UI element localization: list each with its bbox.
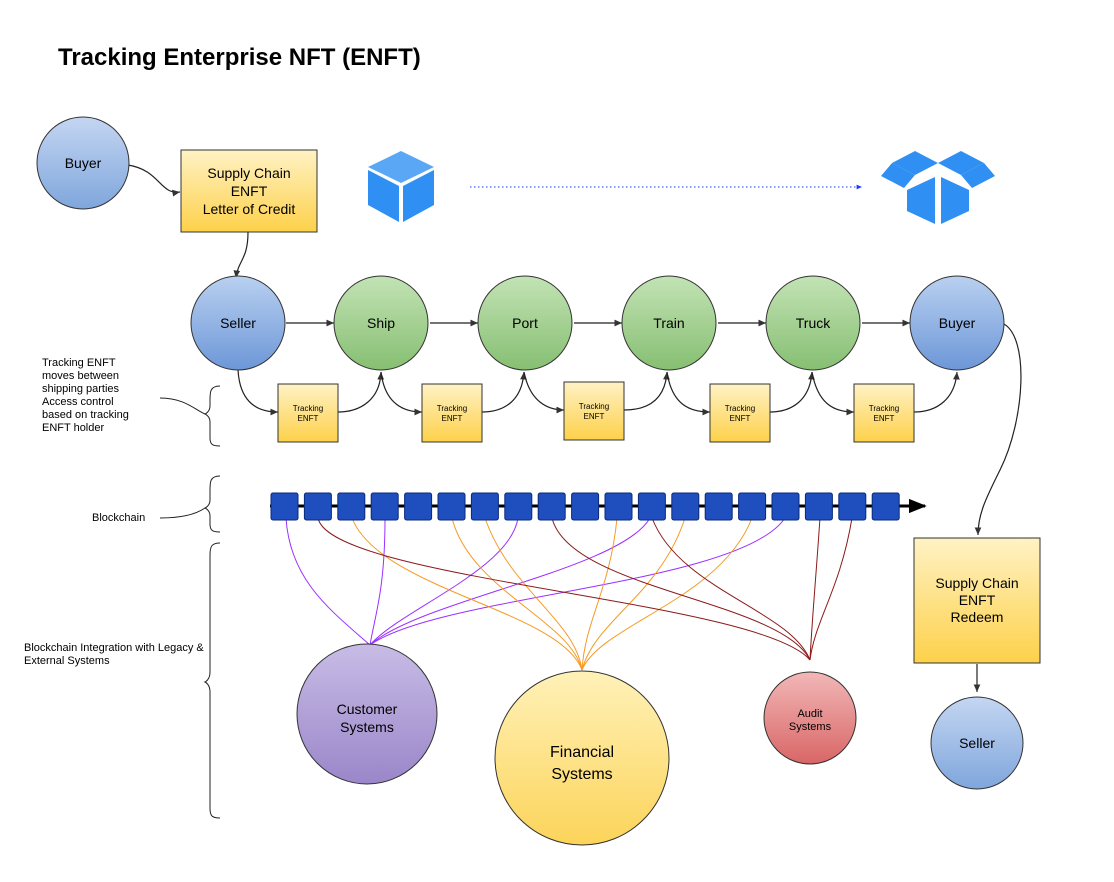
chain-node-label: Truck [796, 315, 831, 331]
closed-box-icon [368, 151, 434, 222]
chain-node-ship: Ship [333, 275, 429, 371]
blockchain-block [337, 492, 366, 521]
blockchain-block [771, 492, 800, 521]
loc-line-1: Supply Chain [207, 165, 290, 181]
blockchain-side-label: Blockchain [92, 512, 145, 524]
blockchain-block [671, 492, 700, 521]
tracking-line-1: Tracking [579, 402, 609, 411]
integration-brace [203, 542, 221, 819]
tracking-text-4: Access control [42, 396, 114, 408]
blockchain-block [604, 492, 633, 521]
tracking-line-2: ENFT [584, 412, 605, 421]
customer-line-2: Systems [340, 719, 394, 735]
tracking-enft-box: Tracking ENFT [563, 381, 625, 441]
integration-text-2: External Systems [24, 655, 110, 667]
loc-line-3: Letter of Credit [203, 201, 296, 217]
audit-line-2: Systems [789, 721, 832, 733]
tracking-line-1: Tracking [293, 404, 323, 413]
loc-line-2: ENFT [231, 183, 268, 199]
bottom-seller-node: Seller [930, 696, 1024, 790]
blockchain-block [738, 492, 767, 521]
tracking-text-1: Tracking ENFT [42, 357, 116, 369]
tracking-line-2: ENFT [874, 414, 895, 423]
blockchain-blocks [270, 492, 900, 521]
redeem-line-2: ENFT [959, 592, 996, 608]
customer-systems-node: Customer Systems [296, 643, 438, 785]
open-box-icon [881, 151, 995, 224]
tracking-brace [159, 385, 221, 447]
customer-line-1: Customer [337, 701, 398, 717]
chain-node-label: Train [653, 315, 684, 331]
tracking-enft-box: Tracking ENFT [853, 383, 915, 443]
page-title: Tracking Enterprise NFT (ENFT) [58, 44, 421, 71]
financial-line-2: Systems [551, 766, 612, 783]
blockchain-block [571, 492, 600, 521]
top-buyer-node: Buyer [36, 116, 130, 210]
blockchain-block [804, 492, 833, 521]
blockchain-block [404, 492, 433, 521]
chain-node-truck: Truck [765, 275, 861, 371]
tracking-text-6: ENFT holder [42, 422, 104, 434]
chain-node-port: Port [477, 275, 573, 371]
integration-side-label: Blockchain Integration with Legacy & Ext… [24, 642, 204, 667]
redeem-line-3: Redeem [951, 609, 1004, 625]
blockchain-brace [159, 475, 221, 533]
integration-text-1: Blockchain Integration with Legacy & [24, 642, 204, 654]
top-buyer-label: Buyer [65, 155, 102, 171]
blockchain-block [637, 492, 666, 521]
redeem-box: Supply Chain ENFT Redeem [913, 537, 1041, 664]
blockchain-block [437, 492, 466, 521]
tracking-enft-box: Tracking ENFT [709, 383, 771, 443]
blockchain-block [270, 492, 299, 521]
connectors [127, 164, 1022, 692]
tracking-side-label: Tracking ENFT moves between shipping par… [42, 357, 129, 434]
chain-node-buyer: Buyer [909, 275, 1005, 371]
chain-node-label: Buyer [939, 315, 976, 331]
tracking-line-2: ENFT [442, 414, 463, 423]
tracking-enft-box: Tracking ENFT [421, 383, 483, 443]
chain-node-train: Train [621, 275, 717, 371]
tracking-line-2: ENFT [298, 414, 319, 423]
blockchain-block [871, 492, 900, 521]
blockchain-block [470, 492, 499, 521]
tracking-line-1: Tracking [869, 404, 899, 413]
blockchain [270, 492, 927, 521]
chain-node-seller: Seller [190, 275, 286, 371]
integration-lines [285, 517, 853, 671]
tracking-line-1: Tracking [725, 404, 755, 413]
tracking-text-5: based on tracking [42, 409, 129, 421]
blockchain-block [504, 492, 533, 521]
audit-systems-node: Audit Systems [763, 671, 857, 765]
tracking-enft-box: Tracking ENFT [277, 383, 339, 443]
blockchain-block [370, 492, 399, 521]
blockchain-block [537, 492, 566, 521]
blockchain-block [303, 492, 332, 521]
audit-line-1: Audit [797, 708, 822, 720]
chain-node-label: Seller [220, 315, 256, 331]
chain-node-label: Port [512, 315, 538, 331]
tracking-line-1: Tracking [437, 404, 467, 413]
bottom-seller-label: Seller [959, 735, 995, 751]
letter-of-credit-box: Supply Chain ENFT Letter of Credit [180, 149, 318, 233]
tracking-text-2: moves between [42, 370, 119, 382]
financial-line-1: Financial [550, 744, 614, 761]
blockchain-block [838, 492, 867, 521]
redeem-line-1: Supply Chain [935, 575, 1018, 591]
chain-node-label: Ship [367, 315, 395, 331]
tracking-line-2: ENFT [730, 414, 751, 423]
financial-systems-node: Financial Systems [494, 670, 670, 846]
blockchain-block [704, 492, 733, 521]
tracking-text-3: shipping parties [42, 383, 120, 395]
